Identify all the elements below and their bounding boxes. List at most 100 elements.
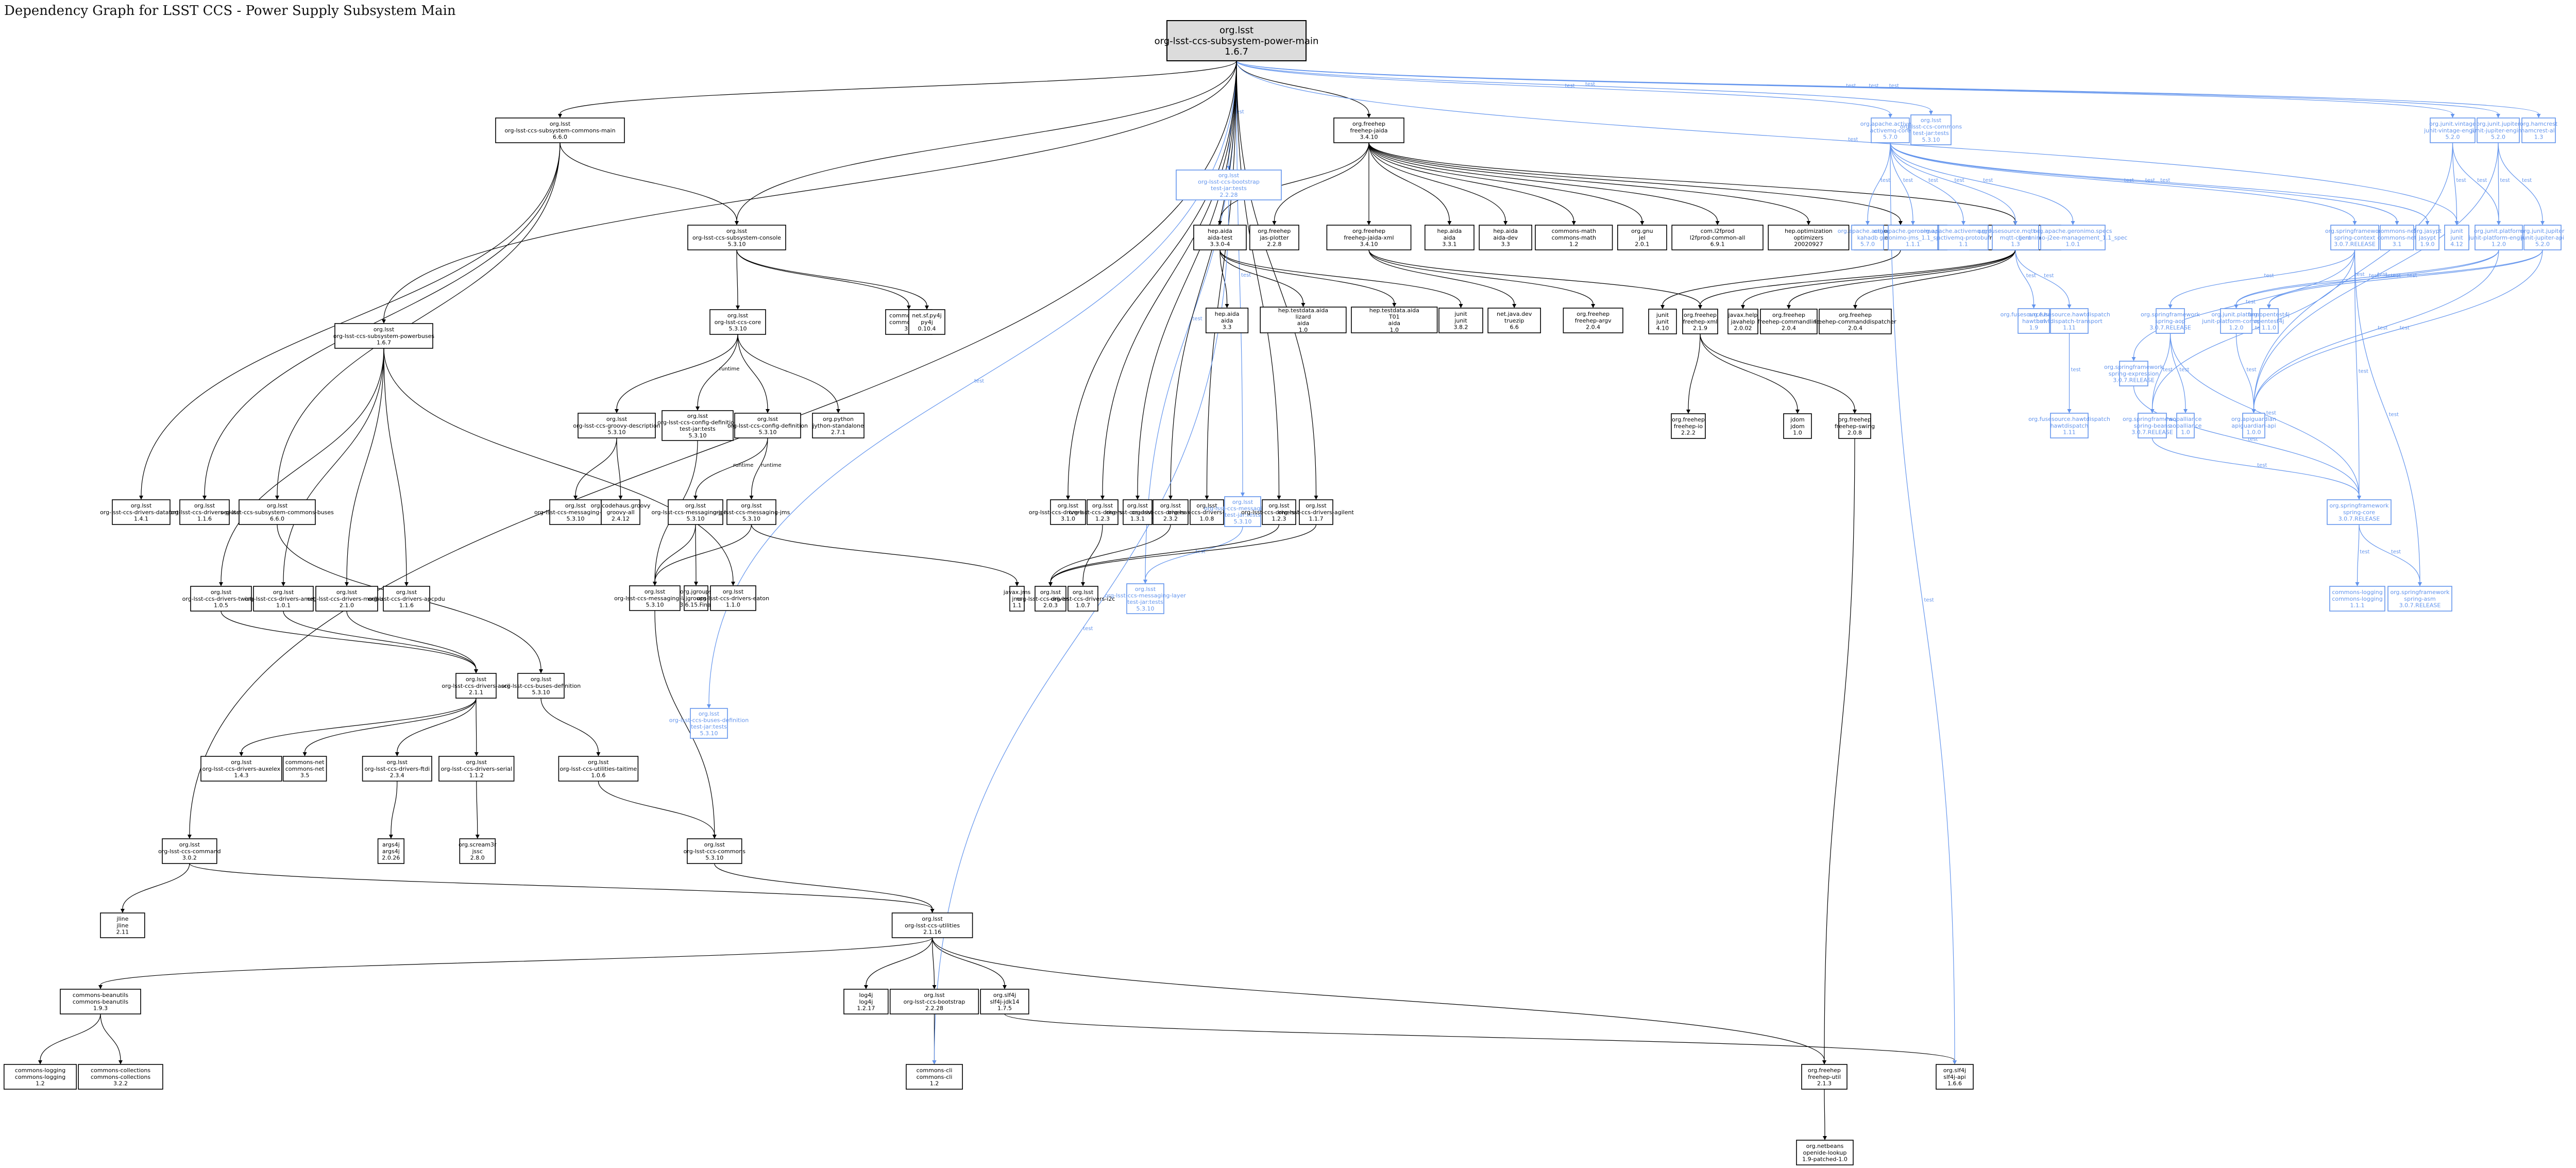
dependency-node-platform-commons[interactable]: org.junit.platformjunit-platform-commons… xyxy=(2201,308,2270,334)
dependency-node-twistorr[interactable]: org.lsstorg-lsst-ccs-drivers-twistorr1.0… xyxy=(182,586,260,612)
dependency-node-msg-jgroups[interactable]: org.lsstorg-lsst-ccs-messaging-jgroups5.… xyxy=(652,499,740,525)
dependency-node-platform-engine[interactable]: org.junit.platformjunit-platform-engine1… xyxy=(2468,225,2529,250)
dependency-node-jupiter-engine[interactable]: org.junit.jupiterjunit-jupiter-engine5.2… xyxy=(2471,117,2526,143)
dependency-node-hawtdispatch-transport[interactable]: org.fusesource.hawtdispatchhawtdispatch-… xyxy=(2028,308,2110,334)
dependency-node-groovy-desc[interactable]: org.lsstorg-lsst-ccs-groovy-description5… xyxy=(573,413,660,438)
dependency-node-spring-core[interactable]: org.springframeworkspring-core3.0.7.RELE… xyxy=(2327,499,2392,525)
dependency-node-msg-mock[interactable]: org.lsstorg-lsst-ccs-messaging-mock5.3.1… xyxy=(534,499,617,525)
dependency-node-geronimo-jms[interactable]: org.apache.geronimo.specsgeronimo-jms_1.… xyxy=(1874,225,1952,250)
dependency-node-msg-layer[interactable]: org.lsstorg-lsst-ccs-messaging-layer5.3.… xyxy=(614,585,696,611)
dependency-node-commons-collections[interactable]: commons-collectionscommons-collections3.… xyxy=(78,1064,163,1090)
dependency-node-config-def-tests[interactable]: org.lsstorg-lsst-ccs-config-definitionte… xyxy=(657,410,738,441)
dependency-node-root[interactable]: org.lsstorg-lsst-ccs-subsystem-power-mai… xyxy=(1155,20,1319,61)
dependency-node-agilent[interactable]: org.lsstorg-lsst-ccs-drivers-agilent1.1.… xyxy=(1278,499,1354,525)
dependency-node-dataforth[interactable]: org.lsstorg-lsst-ccs-drivers-dataforth1.… xyxy=(100,499,182,525)
dependency-node-subsys-powerbuses[interactable]: org.lsstorg-lsst-ccs-subsystem-powerbuse… xyxy=(333,323,434,349)
dependency-node-cryocon[interactable]: org.lsstorg-lsst-ccs-drivers-cryocon3.1.… xyxy=(1029,499,1107,525)
dependency-node-msg-layer-tests[interactable]: org.lsstorg-lsst-ccs-messaging-layertest… xyxy=(1105,583,1186,614)
dependency-node-taitime[interactable]: org.lsstorg-lsst-ccs-utilities-taitime1.… xyxy=(558,756,639,782)
dependency-node-openide[interactable]: org.netbeansopenide-lookup1.9-patched-1.… xyxy=(1796,1140,1854,1165)
dependency-node-subsys-console[interactable]: org.lsstorg-lsst-ccs-subsystem-console5.… xyxy=(687,225,786,250)
dependency-node-buses-def-tests[interactable]: org.lsstorg-lsst-ccs-buses-definitiontes… xyxy=(669,708,749,739)
dependency-node-spring-beans[interactable]: org.springframeworkspring-beans3.0.7.REL… xyxy=(2123,413,2182,438)
dependency-node-activemq-protobuf[interactable]: org.apache.activemq.protobufactivemq-pro… xyxy=(1921,225,2007,250)
dependency-node-hawtdispatch[interactable]: org.fusesource.hawtdispatchhawtdispatch1… xyxy=(2028,413,2110,438)
dependency-node-spring-expression[interactable]: org.springframeworkspring-expression3.0.… xyxy=(2104,361,2164,386)
dependency-node-spring-context[interactable]: org.springframeworkspring-context3.0.7.R… xyxy=(2325,225,2385,250)
dependency-node-geronimo-j2ee[interactable]: org.apache.geronimo.specsgeronimo-j2ee-m… xyxy=(2019,225,2128,250)
dependency-node-buses-def[interactable]: org.lsstorg-lsst-ccs-buses-definition5.3… xyxy=(501,673,581,699)
dependency-node-spring-aop[interactable]: org.springframeworkspring-aop3.0.7.RELEA… xyxy=(2141,308,2200,334)
dependency-node-config-def[interactable]: org.lsstorg-lsst-ccs-config-definition5.… xyxy=(727,413,808,438)
dependency-node-spring-asm[interactable]: org.springframeworkspring-asm3.0.7.RELEA… xyxy=(2387,586,2452,612)
dependency-node-bootstrap-tests[interactable]: org.lsstorg-lsst-ccs-bootstraptest-jar:t… xyxy=(1176,170,1282,200)
dependency-node-msg-jms-tests[interactable]: org.lsstorg-lsst-ccs-messaging-jmstest-j… xyxy=(1204,496,1281,527)
